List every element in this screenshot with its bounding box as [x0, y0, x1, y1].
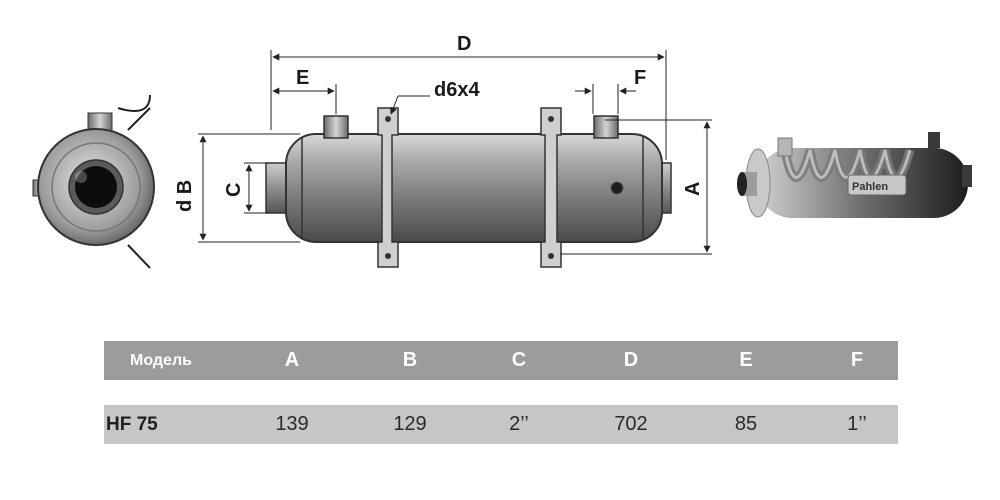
table-header-row: Модель A B C D E F — [104, 341, 898, 380]
dim-label-d6x4: d6x4 — [434, 79, 480, 101]
product-photo: Pahlen — [737, 132, 972, 218]
dim-label-e: E — [296, 67, 309, 89]
side-view — [265, 107, 672, 268]
dim-label-d: D — [457, 33, 471, 55]
header-cell-f: F — [850, 349, 864, 371]
header-cell-model: Модель — [130, 351, 192, 369]
cell-model: HF 75 — [106, 413, 158, 435]
header-cell-c: C — [511, 349, 527, 371]
dimension-lines — [198, 50, 712, 255]
dim-label-db: d B — [174, 180, 196, 212]
dim-label-a: A — [682, 182, 704, 196]
end-view — [32, 94, 155, 269]
cell-d: 702 — [614, 413, 648, 435]
table-row: HF 75 139 129 2’’ 702 85 1’’ — [104, 405, 898, 444]
brand-logo: Pahlen — [852, 181, 888, 193]
cell-c: 2’’ — [509, 413, 529, 435]
dim-label-c: C — [223, 183, 245, 197]
cell-e: 85 — [734, 413, 758, 435]
header-cell-e: E — [739, 349, 753, 371]
cell-b: 129 — [393, 413, 427, 435]
header-cell-a: A — [284, 349, 300, 371]
header-cell-d: D — [623, 349, 639, 371]
dim-label-f: F — [634, 67, 646, 89]
cell-f: 1’’ — [847, 413, 867, 435]
header-cell-b: B — [402, 349, 418, 371]
heat-exchanger-drawing: D E F d6x4 A d B C Pahlen — [32, 33, 972, 269]
cell-a: 139 — [275, 413, 309, 435]
